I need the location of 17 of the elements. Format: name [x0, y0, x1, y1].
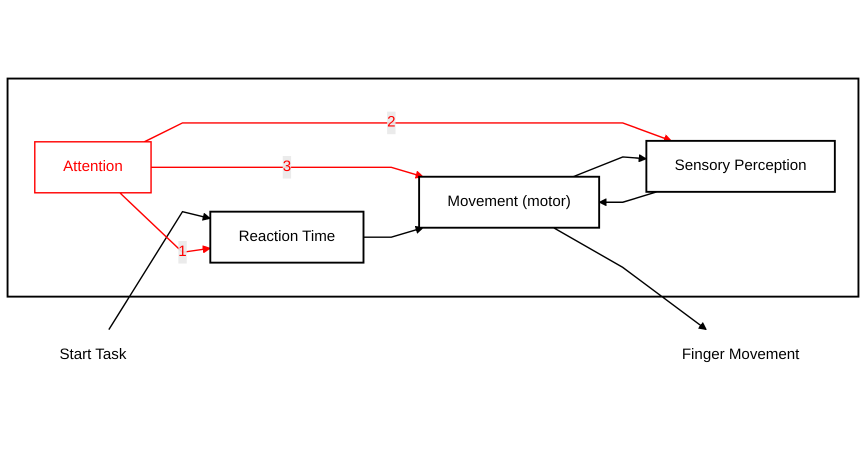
arrow [119, 192, 211, 254]
arrow [108, 211, 211, 330]
node-text: Start Task [59, 347, 126, 364]
node-box: Movement (motor) [418, 176, 600, 230]
arrow [553, 228, 707, 330]
edge-label: 2 [387, 114, 396, 131]
arrow [572, 154, 647, 178]
node-box: Reaction Time [209, 211, 364, 264]
edge-label: 1 [178, 244, 187, 260]
node-text: Finger Movement [682, 347, 800, 364]
arrow [151, 166, 424, 179]
node-box: Sensory Perception [645, 140, 836, 194]
cluster [6, 78, 860, 298]
arrow [144, 122, 672, 143]
node-box: Attention [34, 142, 152, 194]
edge-label: 3 [282, 159, 292, 176]
arrow [364, 226, 424, 238]
